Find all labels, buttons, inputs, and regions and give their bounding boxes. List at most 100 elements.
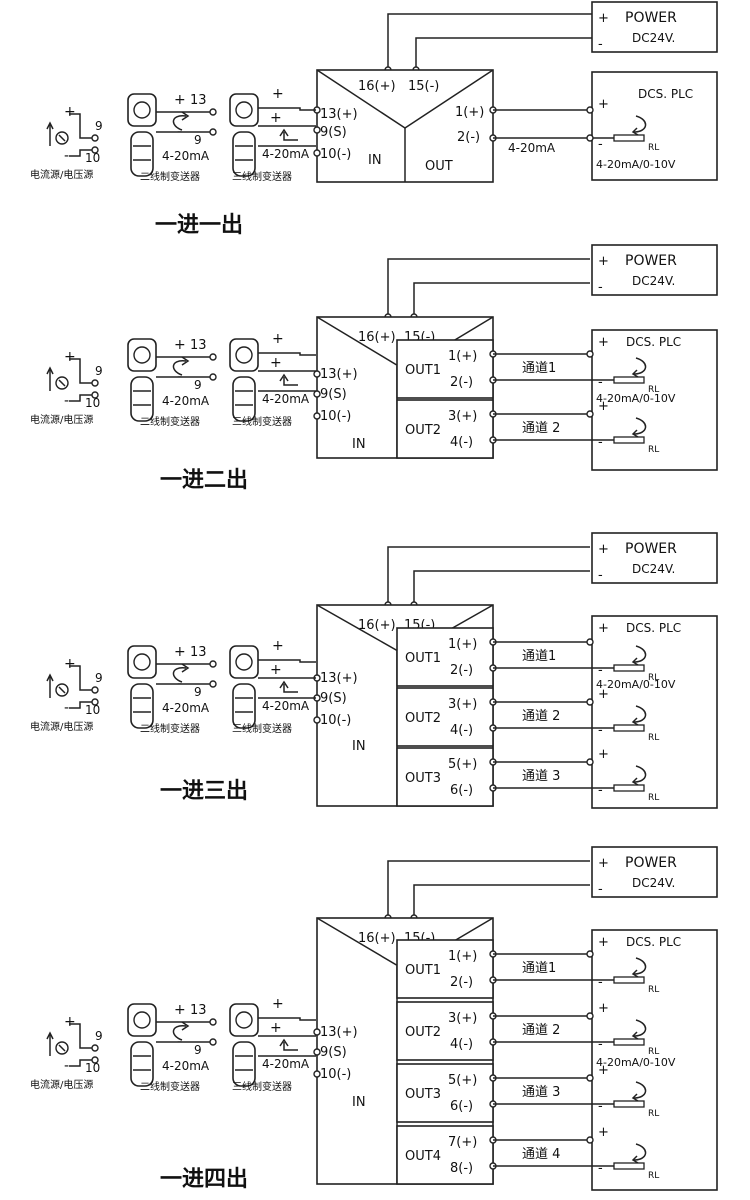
two-wire-caption: 二线制变送器: [140, 170, 200, 183]
three-wire-caption: 三线制变送器: [232, 170, 292, 183]
two-wire-ma-label: 4-20mA: [162, 394, 210, 408]
output-channel-name: OUT2: [405, 423, 441, 438]
dcs-dot: [586, 1074, 594, 1082]
three-wire-plus2-label: +: [270, 355, 282, 371]
dcs-label: DCS. PLC: [638, 87, 693, 101]
output-ma-label: 4-20mA: [508, 141, 556, 155]
power-box: [591, 846, 718, 898]
output-plus-terminal: 5(+): [448, 757, 477, 772]
output-channel-label: 通道 2: [522, 421, 560, 436]
three-wire-arrowhead-icon: [279, 680, 289, 689]
dcs-minus-label: -: [598, 783, 603, 798]
rl-resistor: [613, 376, 645, 384]
three-wire-wire-top: [258, 352, 316, 356]
source-icon-diag: [58, 379, 66, 387]
terminal-9s-label: 9(S): [320, 691, 347, 706]
output-channel-label: 通道 3: [522, 769, 560, 784]
source-caption: 电流源/电压源: [30, 1078, 93, 1091]
output-channel-box: [396, 1063, 494, 1123]
source-arrowhead-icon: [46, 121, 54, 130]
rl-resistor: [613, 1100, 645, 1108]
output-plus-terminal: 3(+): [448, 409, 477, 424]
dcs-plus-label: +: [598, 399, 609, 414]
transmitter-dial-icon: [133, 653, 151, 671]
in-dot: [313, 126, 321, 134]
source-minus-label: -: [64, 148, 69, 164]
terminal-9s-label: 9(S): [320, 125, 347, 140]
output-channel-label: 通道1: [522, 361, 556, 376]
two-wire-ma-label: 4-20mA: [162, 149, 210, 163]
source-minus-label: -: [64, 393, 69, 409]
source-icon-diag: [58, 1044, 66, 1052]
in-dot: [313, 1070, 321, 1078]
dcs-plus-label: +: [598, 687, 609, 702]
power-plus-label: +: [598, 856, 609, 871]
dcs-dot: [586, 410, 594, 418]
source-wire-bottom: [69, 1059, 92, 1067]
output-minus-terminal: 6(-): [450, 1099, 473, 1114]
power-plus-label: +: [598, 254, 609, 269]
transmitter-dial-icon: [133, 346, 151, 364]
rl-resistor: [613, 724, 645, 732]
dcs-box: [591, 929, 718, 1191]
two-wire-loop-icon: [172, 115, 187, 131]
source-plus-label: +: [64, 104, 76, 120]
dcs-minus-label: -: [598, 1161, 603, 1176]
dcs-range-label: 4-20mA/0-10V: [596, 678, 676, 691]
three-wire-loop-icon: [283, 684, 298, 693]
out-label: OUT: [425, 159, 453, 174]
power-box: [591, 1, 718, 53]
source-wire-top: [69, 665, 92, 691]
power-wire-minus: [413, 570, 590, 605]
rl-label: RL: [648, 143, 659, 153]
source-wire-bottom: [69, 149, 92, 157]
power-wire-plus: [387, 546, 590, 605]
two-wire-loop-icon: [172, 360, 187, 376]
terminal-1-label: 1(+): [455, 105, 484, 120]
three-wire-plus2-label: +: [270, 110, 282, 126]
dcs-dot: [586, 758, 594, 766]
transmitter-dial-icon: [235, 653, 253, 671]
dcs-label: DCS. PLC: [626, 935, 681, 949]
terminal-9-dot: [91, 379, 99, 387]
terminal-2-label: 2(-): [457, 130, 480, 145]
dcs-box: [591, 71, 718, 181]
source-icon-diag: [58, 134, 66, 142]
caption-one-in-three-out: 一进三出: [160, 779, 248, 804]
source-terminal-10: 10: [85, 151, 100, 165]
three-wire-arrowhead-icon: [279, 1038, 289, 1047]
output-channel-label: 通道 4: [522, 1147, 560, 1162]
output-channel-name: OUT2: [405, 711, 441, 726]
rl-resistor: [613, 1162, 645, 1170]
dcs-box: [591, 329, 718, 471]
dcs-plus-label: +: [598, 1125, 609, 1140]
output-channel-name: OUT3: [405, 1087, 441, 1102]
two-wire-13-dot: [209, 660, 217, 668]
output-channel-name: OUT1: [405, 963, 441, 978]
in-dot: [313, 412, 321, 420]
in-dot: [313, 149, 321, 157]
in-label: IN: [352, 739, 366, 754]
source-terminal-9: 9: [95, 1029, 103, 1043]
output-channel-box: [396, 1001, 494, 1061]
in-dot: [313, 1048, 321, 1056]
load-arrow-icon: [633, 417, 647, 435]
dcs-dot: [586, 134, 594, 142]
output-channel-name: OUT3: [405, 771, 441, 786]
terminal-10-label: 10(-): [320, 1067, 351, 1082]
three-wire-loop-icon: [283, 132, 298, 141]
two-wire-arrowhead-icon: [181, 356, 190, 366]
output-plus-terminal: 3(+): [448, 697, 477, 712]
output-plus-terminal: 3(+): [448, 1011, 477, 1026]
terminal-16-label: 16(+): [358, 618, 396, 633]
output-channel-name: OUT2: [405, 1025, 441, 1040]
load-arrowhead-icon: [631, 1031, 639, 1040]
two-wire-9-dot: [209, 680, 217, 688]
two-wire-caption: 二线制变送器: [140, 415, 200, 428]
in-label: IN: [368, 153, 382, 168]
output-channel-box: [396, 627, 494, 687]
load-arrow-icon: [633, 957, 647, 975]
in-dot: [313, 716, 321, 724]
source-terminal-10: 10: [85, 703, 100, 717]
two-wire-caption: 二线制变送器: [140, 722, 200, 735]
